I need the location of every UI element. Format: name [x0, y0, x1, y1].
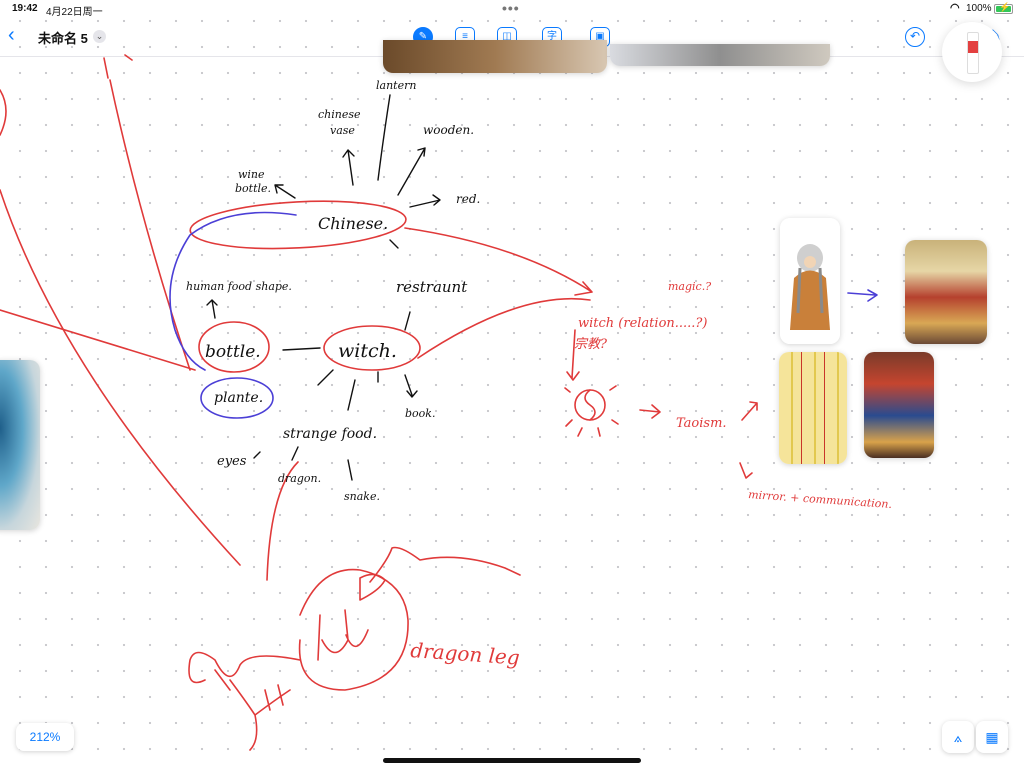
note-chinese-vase-1: chinese — [318, 108, 361, 121]
black-notes: lantern chinese vase wooden. red. wine b… — [186, 79, 480, 503]
zoom-level-button[interactable]: 212% — [16, 723, 74, 751]
note-restraunt: restraunt — [396, 278, 468, 296]
note-mirror-communication: mirror. + communication. — [748, 488, 893, 511]
status-bar: 19:42 4月22日周一 ••• ◠ 100% ⚡ — [0, 0, 1024, 18]
note-witch: witch. — [338, 340, 397, 362]
status-time: 19:42 — [12, 3, 38, 14]
note-plante: plante. — [214, 390, 263, 406]
battery-percent: 100% — [966, 3, 992, 14]
note-dragon-leg: dragon leg — [410, 638, 521, 670]
red-notes: magic.? witch (relation.....?) 宗教? Taois… — [410, 280, 893, 670]
note-wine-bottle-1: wine — [238, 168, 265, 181]
note-witch-relation: witch (relation.....?) — [578, 316, 707, 331]
chevron-down-icon[interactable]: ⌄ — [93, 30, 106, 43]
black-ink-strokes — [206, 94, 441, 481]
multitasking-dots[interactable]: ••• — [502, 0, 520, 16]
home-indicator[interactable] — [383, 758, 641, 763]
image-talisman-scrolls[interactable] — [779, 352, 847, 464]
pencil-icon — [967, 32, 979, 74]
image-blue-vase[interactable] — [0, 360, 40, 530]
diagram-connect-icon[interactable]: ⟑ — [942, 721, 974, 753]
note-wine-bottle-2: bottle. — [235, 182, 271, 195]
wifi-icon: ◠ — [950, 2, 960, 14]
note-bottle: bottle. — [205, 342, 261, 362]
image-lantern-photo[interactable] — [383, 40, 607, 73]
note-red: red. — [456, 192, 480, 206]
note-magic: magic.? — [668, 280, 711, 293]
note-dragon: dragon. — [278, 472, 321, 485]
note-snake: snake. — [344, 490, 380, 503]
back-chevron-icon[interactable]: ‹ — [8, 24, 15, 46]
note-chinese-vase-2: vase — [330, 124, 355, 137]
board-title[interactable]: 未命名 5 — [38, 31, 88, 46]
note-human-food-shape: human food shape. — [186, 280, 292, 293]
note-lantern: lantern — [376, 79, 416, 92]
image-top-photo[interactable] — [610, 44, 830, 66]
pencil-tool-indicator[interactable] — [942, 22, 1002, 82]
note-book: book. — [405, 407, 435, 420]
red-ink-strokes — [0, 54, 758, 751]
image-altar[interactable] — [905, 240, 987, 344]
note-wooden: wooden. — [423, 123, 474, 137]
note-zongjiao: 宗教? — [574, 336, 608, 352]
image-taoist-ritual[interactable] — [864, 352, 934, 458]
note-eyes: eyes — [217, 454, 247, 469]
battery-icon: ⚡ — [994, 2, 1013, 14]
note-taoism: Taoism. — [676, 416, 727, 431]
note-chinese: Chinese. — [318, 214, 388, 233]
image-taoist-character[interactable] — [780, 218, 840, 344]
status-date: 4月22日周一 — [46, 7, 103, 18]
grid-icon[interactable]: ▦ — [976, 721, 1008, 753]
undo-icon[interactable]: ↶ — [905, 27, 925, 47]
blue-ink-strokes — [169, 211, 878, 419]
note-strange-food: strange food. — [283, 426, 377, 442]
taoist-illustration — [780, 218, 840, 344]
